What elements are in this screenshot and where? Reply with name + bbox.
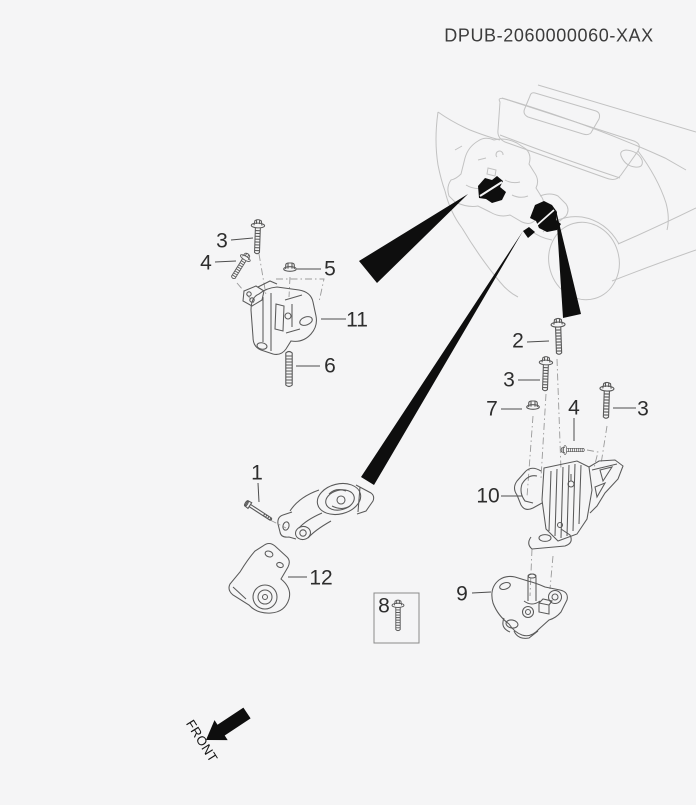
bolt-icon-3-upper-left — [249, 218, 266, 255]
pointer-wedge-right-mount — [556, 210, 581, 318]
car-mount-highlight-left — [478, 176, 506, 203]
bolt-icon-3-right-upper — [537, 355, 554, 392]
pointer-wedge-left-mount — [359, 194, 468, 283]
document-code: DPUB-2060000060-XAX — [444, 25, 654, 46]
part-9-bracket-drawing — [491, 573, 568, 639]
car-mirror — [620, 149, 643, 168]
part-10-engine-mount-drawing — [513, 459, 624, 550]
callout-part-9: 9 — [456, 582, 468, 606]
callout-part-4-right: 4 — [568, 396, 580, 420]
bolt-icon-1 — [244, 500, 273, 521]
callout-part-3-right-upper: 3 — [503, 368, 515, 392]
bolt-icon-4-upper-left — [227, 250, 254, 282]
callout-part-2: 2 — [512, 329, 524, 353]
part-torque-rod-drawing — [277, 482, 375, 541]
part-8-callout-box — [373, 592, 420, 644]
callout-part-6: 6 — [324, 354, 336, 378]
bolt-icon-8 — [391, 599, 405, 632]
car-mount-highlight-right — [523, 201, 561, 238]
car-front-wheel — [548, 221, 620, 301]
callout-part-8: 8 — [378, 594, 390, 618]
callout-part-12: 12 — [309, 566, 333, 590]
bolt-icon-3-right-outer — [598, 381, 615, 420]
callout-part-4-upper-left: 4 — [200, 251, 212, 275]
stud-icon-6 — [285, 350, 293, 388]
callout-part-5: 5 — [324, 257, 336, 281]
bolt-icon-2 — [550, 317, 567, 356]
nut-icon-7 — [526, 400, 540, 410]
car-windshield — [497, 97, 640, 180]
part-11-engine-mount-drawing — [242, 280, 317, 355]
callout-part-3-right-outer: 3 — [637, 397, 649, 421]
callout-part-1: 1 — [251, 461, 263, 485]
bolt-icon-4-right — [560, 445, 585, 455]
front-direction-arrow-icon — [206, 707, 251, 741]
car-sunroof — [523, 92, 601, 136]
nut-icon-5 — [283, 262, 297, 272]
callout-part-11: 11 — [346, 308, 368, 332]
callout-leader-lines — [214, 237, 636, 594]
part-12-bracket-drawing — [228, 542, 291, 614]
callout-part-3-upper-left: 3 — [216, 229, 228, 253]
callout-part-10: 10 — [476, 484, 500, 508]
callout-part-7: 7 — [486, 397, 498, 421]
pointer-wedge-rear-mount — [361, 231, 523, 485]
